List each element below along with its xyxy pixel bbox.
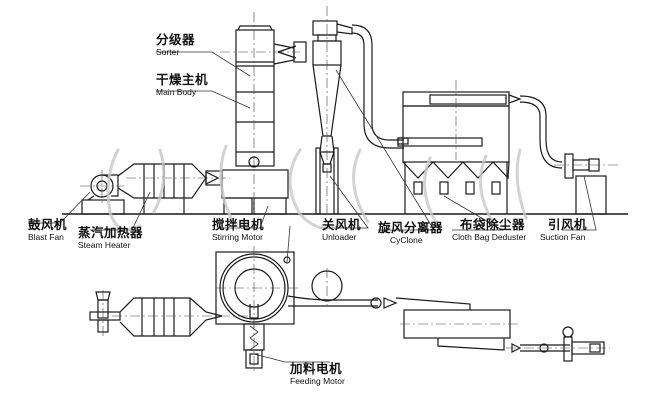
main-body <box>220 12 300 215</box>
blast-fan <box>80 170 125 215</box>
feeding-motor-label-cn: 加料电机 <box>290 361 343 376</box>
steam-heater <box>117 163 230 214</box>
plan-feeder <box>243 320 265 372</box>
stirring-motor-label-en: Stirring Motor <box>212 232 264 242</box>
main-body-label-en: Main Body <box>156 87 197 97</box>
deduster-outlet-pipe <box>519 95 563 169</box>
cyclone <box>312 6 353 215</box>
cyclone-label-en: CyClone <box>390 235 423 245</box>
stirring-motor-label: 搅拌电机 Stirring Motor <box>212 217 265 243</box>
feeding-motor-label: 加料电机 Feeding Motor <box>290 361 345 387</box>
main-body-label: 干燥主机 Main Body <box>156 72 209 98</box>
cloth-bag-deduster-label-cn: 布袋除尘器 <box>460 217 526 232</box>
plan-cyclone <box>287 268 471 310</box>
watermark <box>106 144 528 232</box>
unloader-label-en: Unloader <box>322 232 357 242</box>
sorter-label-en: Sorter <box>156 47 180 57</box>
cyclone-outlet-pipe <box>351 24 404 149</box>
cloth-bag-deduster-label: 布袋除尘器 Cloth Bag Deduster <box>452 217 527 243</box>
steam-heater-label: 蒸汽加热器 Steam Heater <box>78 225 144 251</box>
steam-heater-label-cn: 蒸汽加热器 <box>78 225 144 240</box>
plan-steam-heater <box>112 297 250 337</box>
plan-deduster <box>400 309 520 351</box>
blast-fan-label-en: Blast Fan <box>28 232 64 242</box>
cyclone-label-cn: 旋风分离器 <box>378 220 444 235</box>
plan-suction-fan <box>506 326 610 362</box>
leader-lines <box>28 51 597 363</box>
cloth-bag-deduster-label-en: Cloth Bag Deduster <box>452 232 527 242</box>
feeding-motor-label-en: Feeding Motor <box>290 376 345 386</box>
blast-fan-label-cn: 鼓风机 <box>28 217 68 232</box>
dust-hoppers <box>413 181 501 195</box>
suction-fan-label-cn: 引风机 <box>548 217 588 232</box>
sorter-duct <box>273 41 307 65</box>
cloth-bag-deduster <box>397 80 522 214</box>
sorter-label-cn: 分级器 <box>156 32 196 47</box>
sorter-label: 分级器 Sorter <box>156 32 196 58</box>
main-body-label-cn: 干燥主机 <box>156 72 209 87</box>
unloader-label-cn: 关风机 <box>322 217 362 232</box>
plan-blast-fan <box>89 290 121 336</box>
blast-fan-label: 鼓风机 Blast Fan <box>28 217 68 243</box>
suction-fan <box>554 153 620 215</box>
stirring-motor-label-cn: 搅拌电机 <box>212 217 265 232</box>
cyclone-label: 旋风分离器 CyClone <box>378 220 444 246</box>
steam-heater-label-en: Steam Heater <box>78 240 131 250</box>
unloader-label: 关风机 Unloader <box>322 217 362 243</box>
suction-fan-label: 引风机 Suction Fan <box>540 217 588 243</box>
suction-fan-label-en: Suction Fan <box>540 232 586 242</box>
